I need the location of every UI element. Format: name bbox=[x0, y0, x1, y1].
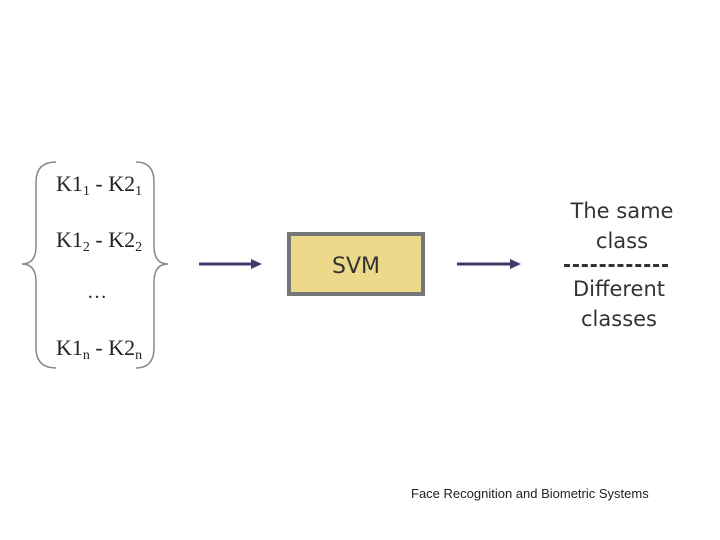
svm-classifier-box: SVM bbox=[287, 232, 425, 296]
class-divider-dashed bbox=[564, 264, 668, 267]
pair-2: K12 - K22 bbox=[56, 227, 143, 255]
arrow-svm-to-output bbox=[457, 259, 521, 269]
left-brace bbox=[21, 161, 57, 369]
arrow-inputs-to-svm bbox=[199, 259, 262, 269]
output-different-classes: Different classes bbox=[572, 277, 666, 331]
ellipsis: … bbox=[87, 281, 107, 303]
right-brace bbox=[135, 161, 169, 369]
pair-n: K1n - K2n bbox=[56, 335, 143, 363]
pair-1: K11 - K21 bbox=[56, 171, 143, 199]
output-same-class: The same class bbox=[570, 199, 674, 253]
svm-label: SVM bbox=[332, 254, 380, 279]
footer-text: Face Recognition and Biometric Systems bbox=[411, 486, 649, 501]
